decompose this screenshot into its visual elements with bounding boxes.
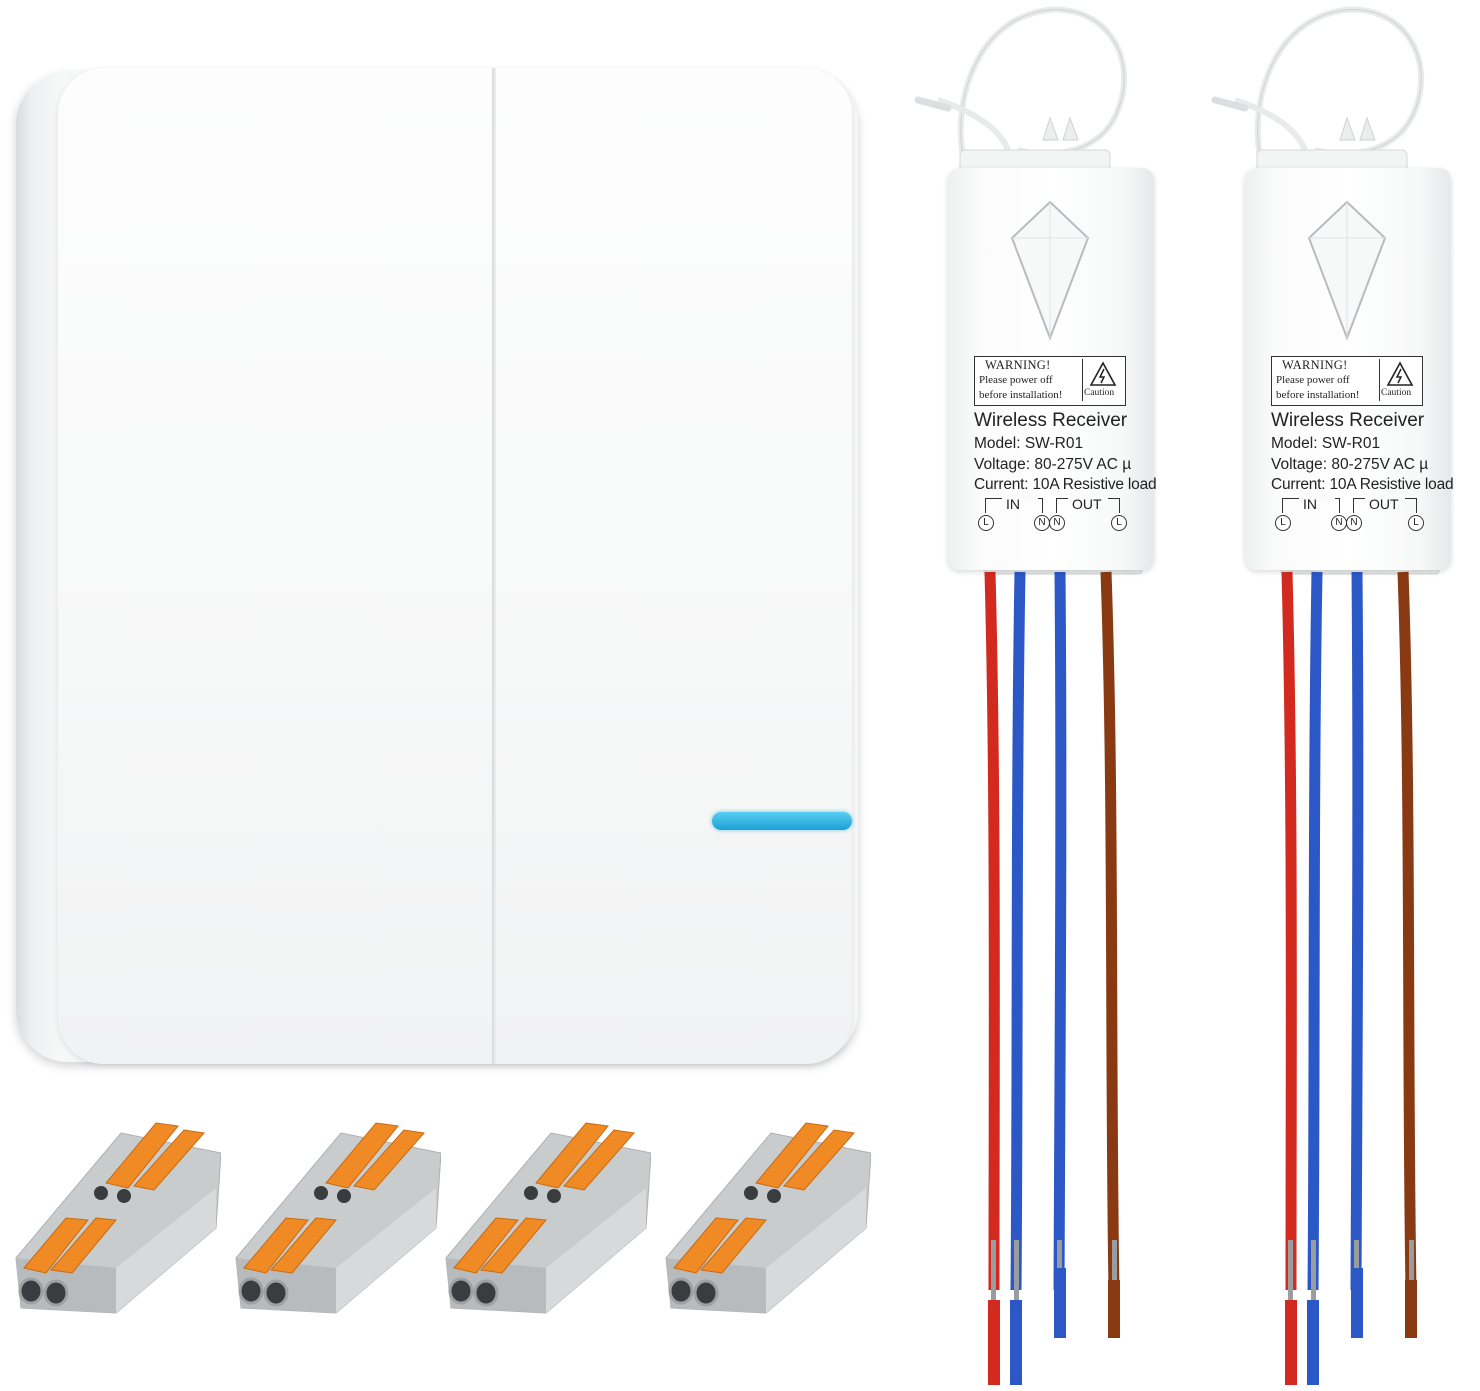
brown-wire bbox=[1397, 571, 1417, 1291]
lever-connector-2 bbox=[235, 1122, 441, 1314]
red-wire bbox=[984, 571, 1000, 1291]
warning-title: WARNING! bbox=[985, 358, 1051, 372]
wall-switch bbox=[58, 68, 852, 1064]
terminal-n-out: N bbox=[1049, 515, 1065, 531]
blue-wire bbox=[1053, 571, 1067, 1291]
warning-text: before installation! bbox=[979, 389, 1063, 401]
warning-label: WARNING! Please power off before install… bbox=[1271, 356, 1423, 406]
caution-label: Caution bbox=[1381, 388, 1412, 398]
warning-label: WARNING! Please power off before install… bbox=[974, 356, 1126, 406]
warning-title: WARNING! bbox=[1282, 358, 1348, 372]
terminal-n-in: N bbox=[1034, 515, 1050, 531]
blue-wire bbox=[1350, 571, 1364, 1291]
caution-box: Caution bbox=[1082, 359, 1123, 401]
receiver-housing: WARNING! Please power off before install… bbox=[1245, 168, 1454, 570]
receiver-housing: WARNING! Please power off before install… bbox=[948, 168, 1157, 570]
caution-label: Caution bbox=[1084, 388, 1115, 398]
lever-connector-3 bbox=[445, 1122, 651, 1314]
voltage-spec: Voltage: 80-275V AC µ bbox=[1271, 456, 1429, 473]
right-rocker-button[interactable] bbox=[496, 68, 852, 1064]
diamond-emblem-icon bbox=[1010, 200, 1090, 341]
caution-box: Caution bbox=[1379, 359, 1420, 401]
warning-text: before installation! bbox=[1276, 389, 1360, 401]
current-spec: Current: 10A Resistive load bbox=[974, 476, 1157, 493]
model-number: Model: SW-R01 bbox=[1271, 435, 1381, 452]
terminal-n-in: N bbox=[1331, 515, 1347, 531]
in-label: IN bbox=[1006, 496, 1020, 512]
out-label: OUT bbox=[1369, 496, 1399, 512]
lever-connector-1 bbox=[15, 1122, 221, 1314]
terminal-n-out: N bbox=[1346, 515, 1362, 531]
diamond-emblem-icon bbox=[1307, 200, 1387, 341]
brown-wire bbox=[1100, 571, 1120, 1291]
rocker-divider bbox=[492, 68, 496, 1064]
model-number: Model: SW-R01 bbox=[974, 435, 1084, 452]
voltage-spec: Voltage: 80-275V AC µ bbox=[974, 456, 1132, 473]
terminal-l-in: L bbox=[1275, 515, 1291, 531]
warning-text: Please power off bbox=[1276, 374, 1350, 386]
product-name: Wireless Receiver bbox=[974, 410, 1128, 431]
terminal-l-out: L bbox=[1408, 515, 1424, 531]
wireless-receiver-2: WARNING! Please power off before install… bbox=[1211, 0, 1480, 1391]
product-name: Wireless Receiver bbox=[1271, 410, 1425, 431]
blue-led-indicator bbox=[712, 812, 852, 830]
red-wire bbox=[1281, 571, 1297, 1291]
current-spec: Current: 10A Resistive load bbox=[1271, 476, 1454, 493]
caution-triangle-icon bbox=[1386, 361, 1414, 386]
out-label: OUT bbox=[1072, 496, 1102, 512]
lever-connector-4 bbox=[665, 1122, 871, 1314]
terminal-l-out: L bbox=[1111, 515, 1127, 531]
blue-wire bbox=[1307, 571, 1323, 1291]
in-label: IN bbox=[1303, 496, 1317, 512]
blue-wire bbox=[1010, 571, 1026, 1291]
terminal-l-in: L bbox=[978, 515, 994, 531]
wireless-receiver-1: WARNING! Please power off before install… bbox=[914, 0, 1188, 1391]
left-rocker-button[interactable] bbox=[58, 68, 492, 1064]
caution-triangle-icon bbox=[1089, 361, 1117, 386]
warning-text: Please power off bbox=[979, 374, 1053, 386]
